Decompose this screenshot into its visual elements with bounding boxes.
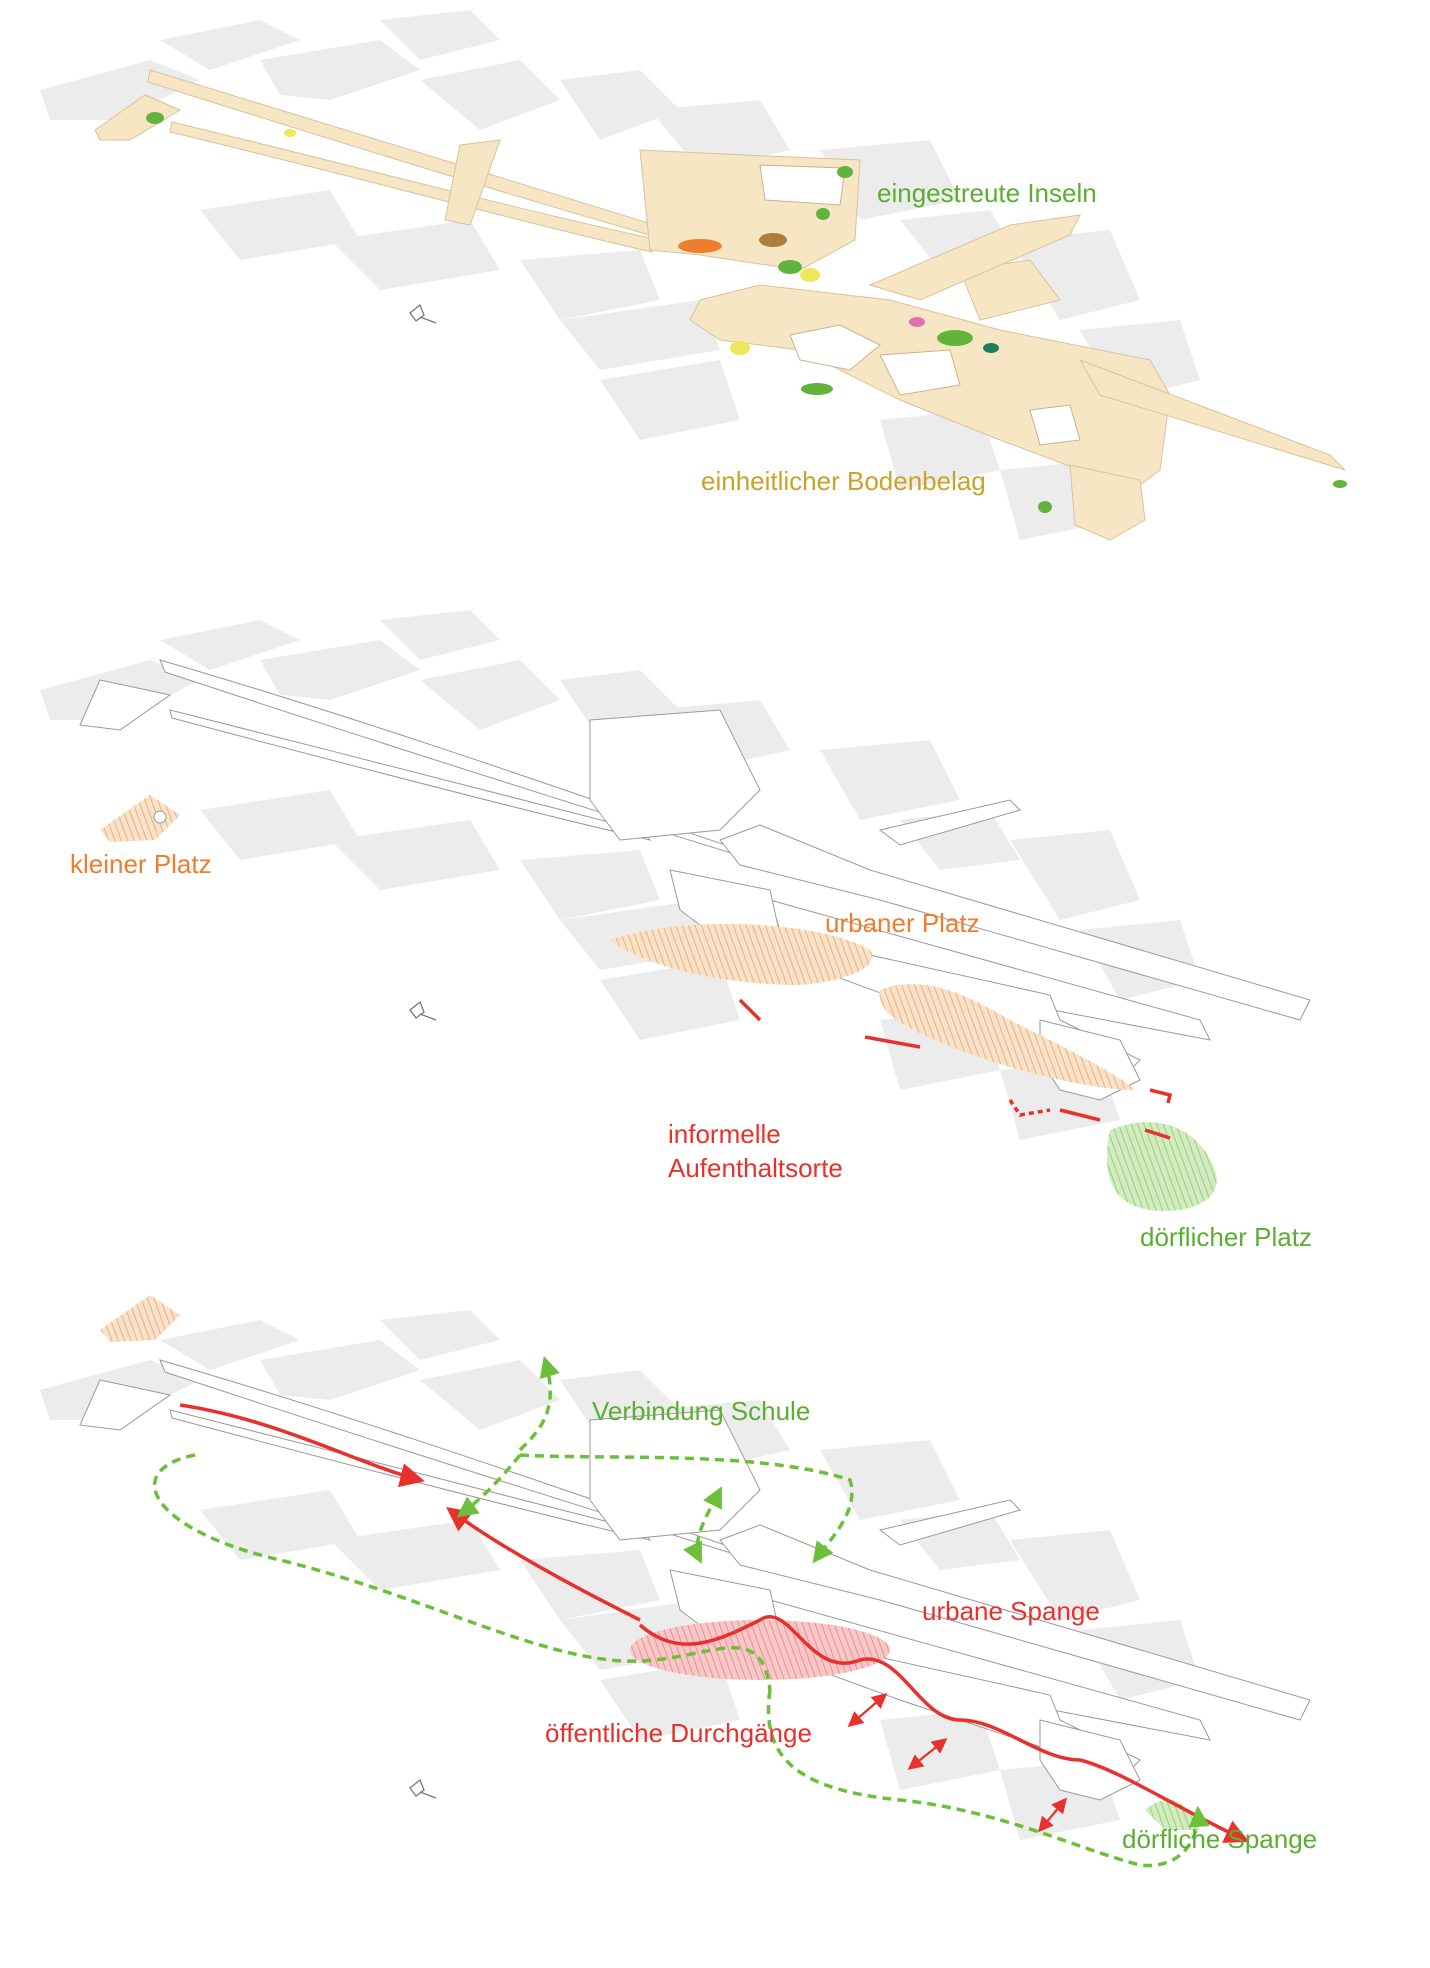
island <box>937 330 973 346</box>
panel-3-links: Verbindung Schule urbane Spange öffentli… <box>40 1295 1317 1868</box>
north-arrow-icon <box>409 1000 437 1021</box>
paved-area <box>94 69 1346 541</box>
courtyard-voids <box>759 164 1081 446</box>
label-urban-link: urbane Spange <box>922 1596 1100 1626</box>
label-informal-1: informelle <box>668 1119 781 1149</box>
label-small-square: kleiner Platz <box>70 849 212 879</box>
public-passages <box>847 1692 1067 1833</box>
panel-1-paving-islands: eingestreute Inseln einheitlicher Bodenb… <box>40 10 1347 541</box>
island <box>983 343 999 353</box>
island <box>816 208 830 220</box>
label-paving: einheitlicher Bodenbelag <box>701 466 986 496</box>
island <box>730 341 750 355</box>
island <box>837 166 853 178</box>
urban-square-hatch-2 <box>879 984 1135 1090</box>
north-arrow-icon <box>409 303 437 324</box>
green-link-route <box>152 1355 1210 1868</box>
island <box>759 233 787 247</box>
island <box>778 260 802 274</box>
label-village-link: dörfliche Spange <box>1122 1824 1317 1854</box>
village-link-zone <box>1145 1799 1200 1830</box>
north-arrow-icon <box>409 1778 437 1799</box>
label-school-link: Verbindung Schule <box>592 1396 810 1426</box>
label-urban-square: urbaner Platz <box>825 908 980 938</box>
small-square-void <box>153 810 167 824</box>
island <box>1333 480 1347 488</box>
label-islands: eingestreute Inseln <box>877 178 1097 208</box>
background-buildings <box>40 1310 1200 1840</box>
island <box>146 112 164 124</box>
island <box>909 317 925 327</box>
village-square-hatch <box>1106 1122 1217 1211</box>
island <box>800 268 820 282</box>
small-square-hatch <box>100 1295 180 1342</box>
island <box>1038 501 1052 513</box>
urban-link-zone <box>630 1620 890 1680</box>
small-square-hatch <box>100 795 180 842</box>
informal-places <box>738 998 1173 1140</box>
urban-square-hatch <box>610 923 873 985</box>
label-public-passages: öffentliche Durchgänge <box>545 1718 812 1748</box>
green-islands <box>146 112 1347 513</box>
island <box>801 383 833 395</box>
label-informal-2: Aufenthaltsorte <box>668 1153 843 1183</box>
island <box>678 239 722 253</box>
label-village-square: dörflicher Platz <box>1140 1222 1312 1252</box>
island <box>284 129 296 137</box>
panel-2-squares: kleiner Platz urbaner Platz informelle A… <box>40 610 1312 1252</box>
